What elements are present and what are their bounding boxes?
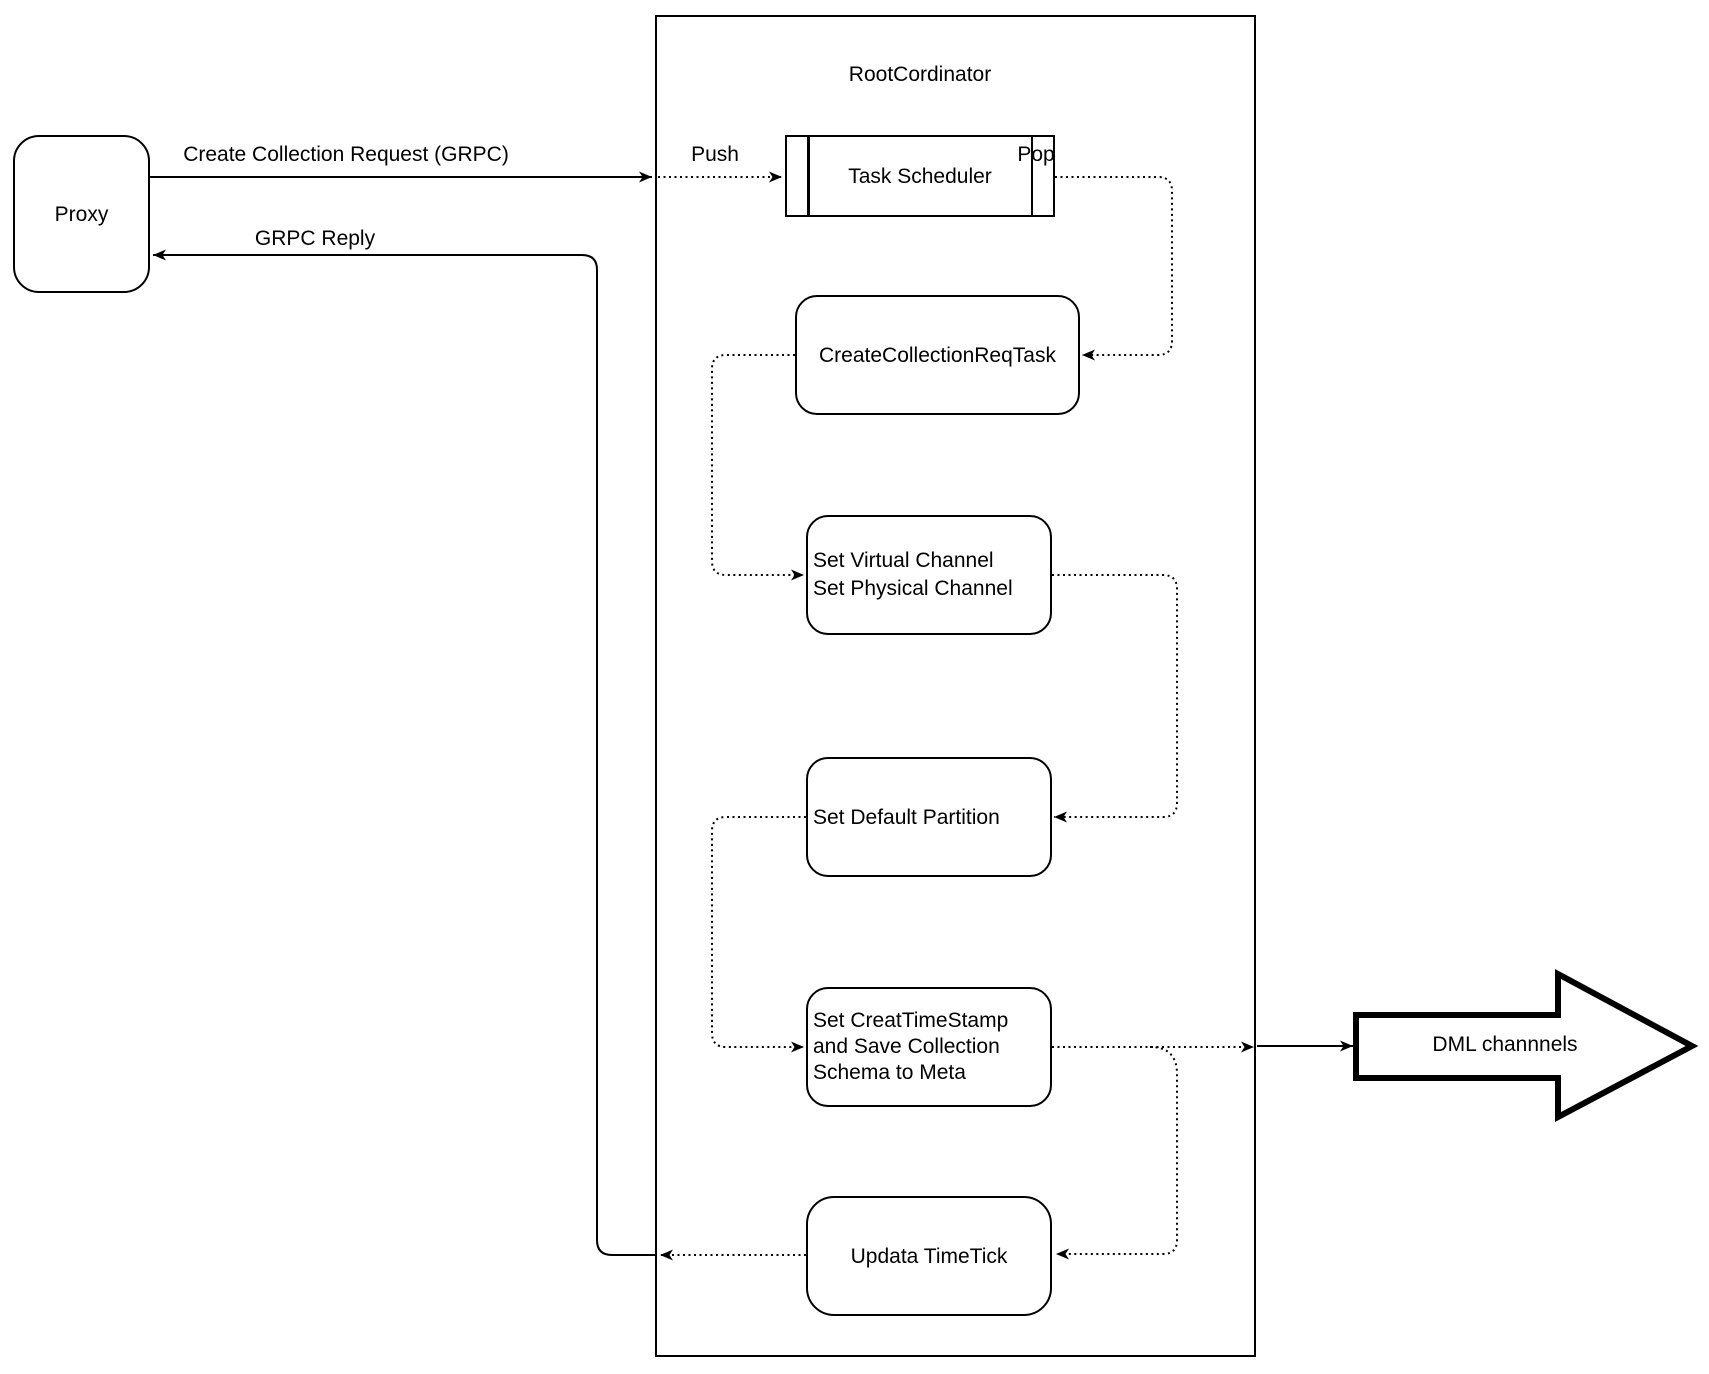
rootcoordinator-container	[655, 15, 1256, 1357]
proxy-node: Proxy	[13, 135, 150, 293]
edge-label-pop: Pop	[1017, 143, 1055, 166]
set-channels-line2: Set Physical Channel	[813, 577, 1013, 600]
task-scheduler-label: Task Scheduler	[848, 164, 992, 188]
dml-channels-label: DML channnels	[1432, 1033, 1578, 1056]
set-creat-timestamp-line2: and Save Collection	[813, 1035, 1000, 1058]
set-creat-timestamp-line1: Set CreatTimeStamp	[813, 1009, 1009, 1032]
task-scheduler-node: Task Scheduler	[785, 135, 1055, 217]
edge-label-grpc-reply: GRPC Reply	[254, 227, 376, 250]
edge-grpc-reply-line	[153, 249, 657, 1256]
set-creat-timestamp-node: Set CreatTimeStamp and Save Collection S…	[806, 987, 1052, 1107]
set-default-partition-node: Set Default Partition	[806, 757, 1052, 877]
dml-channels-arrow-shape	[1353, 968, 1699, 1122]
edge-setchannels-to-setdefault-line	[1052, 574, 1178, 823]
edge-reqtask-to-setchannels-line	[711, 354, 804, 581]
set-channels-line1: Set Virtual Channel	[813, 549, 994, 572]
updata-timetick-label: Updata TimeTick	[850, 1244, 1008, 1268]
edge-branch-to-updata-line	[1056, 1046, 1178, 1260]
proxy-label: Proxy	[54, 202, 109, 226]
edge-label-create-collection-request: Create Collection Request (GRPC)	[183, 143, 509, 166]
task-scheduler-left-bar	[807, 137, 810, 215]
edge-label-push: Push	[691, 143, 739, 166]
set-default-partition-label: Set Default Partition	[813, 805, 1000, 829]
task-scheduler-right-bar	[1030, 137, 1033, 215]
create-collection-req-task-label: CreateCollectionReqTask	[819, 343, 1056, 367]
create-collection-req-task-node: CreateCollectionReqTask	[795, 295, 1080, 415]
set-creat-timestamp-line3: Schema to Meta	[813, 1061, 966, 1084]
updata-timetick-node: Updata TimeTick	[806, 1196, 1052, 1316]
edge-setdefault-to-settimestamp-line	[711, 816, 806, 1053]
edge-pop-line	[1055, 176, 1173, 361]
rootcoordinator-title: RootCordinator	[848, 63, 992, 86]
set-channels-node: Set Virtual Channel Set Physical Channel	[806, 515, 1052, 635]
